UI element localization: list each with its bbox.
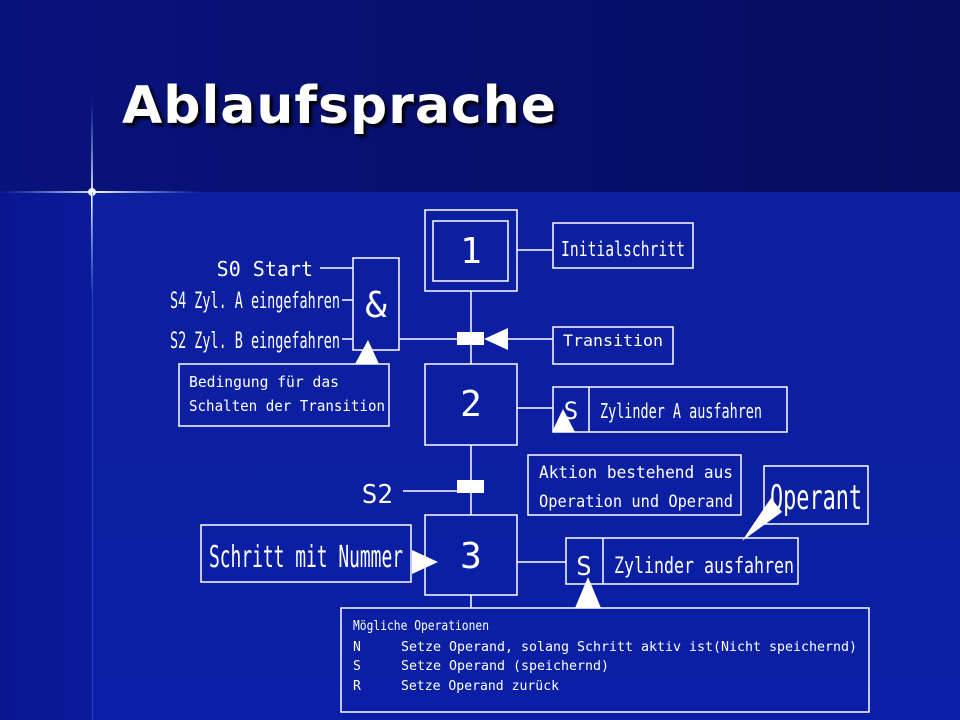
action-note-box [527,454,742,516]
operation-text-s: Setze Operand (speichernd) [401,659,609,674]
transition-label: Transition [563,331,663,350]
operation-code-s: S [353,659,361,674]
action-note-line-1: Aktion bestehend aus [539,463,733,483]
operation-text-r: Setze Operand zurück [401,679,559,694]
condition-start-label: S0 Start [217,257,313,281]
step-2-box [424,363,518,446]
operations-heading: Mögliche Operationen [353,619,489,634]
step-1-number: 1 [460,231,482,272]
action-note-arrow [552,409,575,432]
step-1-inner-box [432,220,509,282]
operand-callout-arrow [742,498,782,541]
left-band [0,192,92,720]
step-callout-arrow [412,550,438,574]
step-3-number: 3 [460,536,482,577]
slide-title: Ablaufsprache [122,76,558,136]
and-symbol: & [365,285,387,326]
condition-note-box [178,363,390,427]
action-note-line-2: Operation und Operand [539,492,733,512]
step-3-box [424,514,518,596]
transition-2-signal-label: S2 [362,480,393,510]
initial-step-label-box [552,222,694,269]
condition-note-line-2: Schalten der Transition [189,397,385,415]
transition-label-box [552,326,674,365]
action-step-2-operand: Zylinder A ausfahren [600,399,762,423]
lens-flare [0,100,200,720]
operations-box [340,607,870,713]
action-step-3-qualifier: S [576,552,592,582]
operation-text-n: Setze Operand, solang Schritt aktiv ist(… [401,640,857,655]
action-step-2-qualifier: S [564,397,578,425]
operand-callout-box [763,465,869,525]
action-step-3-operand: Zylinder ausfahren [614,554,794,579]
action-block-step-2 [552,386,788,433]
transition-label-arrow [484,328,508,350]
transition-1-bar [457,332,484,345]
action-block-step-3 [565,537,799,585]
condition-note-line-1: Bedingung für das [189,373,339,391]
condition-cyl-a-label: S4 Zyl. A eingefahren [170,289,340,314]
operations-arrow [575,577,601,608]
operation-code-r: R [353,679,361,694]
operand-callout-label: Operant [770,478,862,518]
title-band [0,0,960,192]
step-2-number: 2 [460,384,482,425]
step-callout-label: Schritt mit Nummer [209,540,403,575]
step-callout-box [200,524,412,583]
initial-step-label: Initialschritt [561,237,685,261]
transition-2-bar [457,480,484,493]
condition-note-arrow [355,340,379,364]
condition-cyl-b-label: S2 Zyl. B eingefahren [170,329,340,354]
and-gate-box [352,257,400,351]
operation-code-n: N [353,640,361,655]
